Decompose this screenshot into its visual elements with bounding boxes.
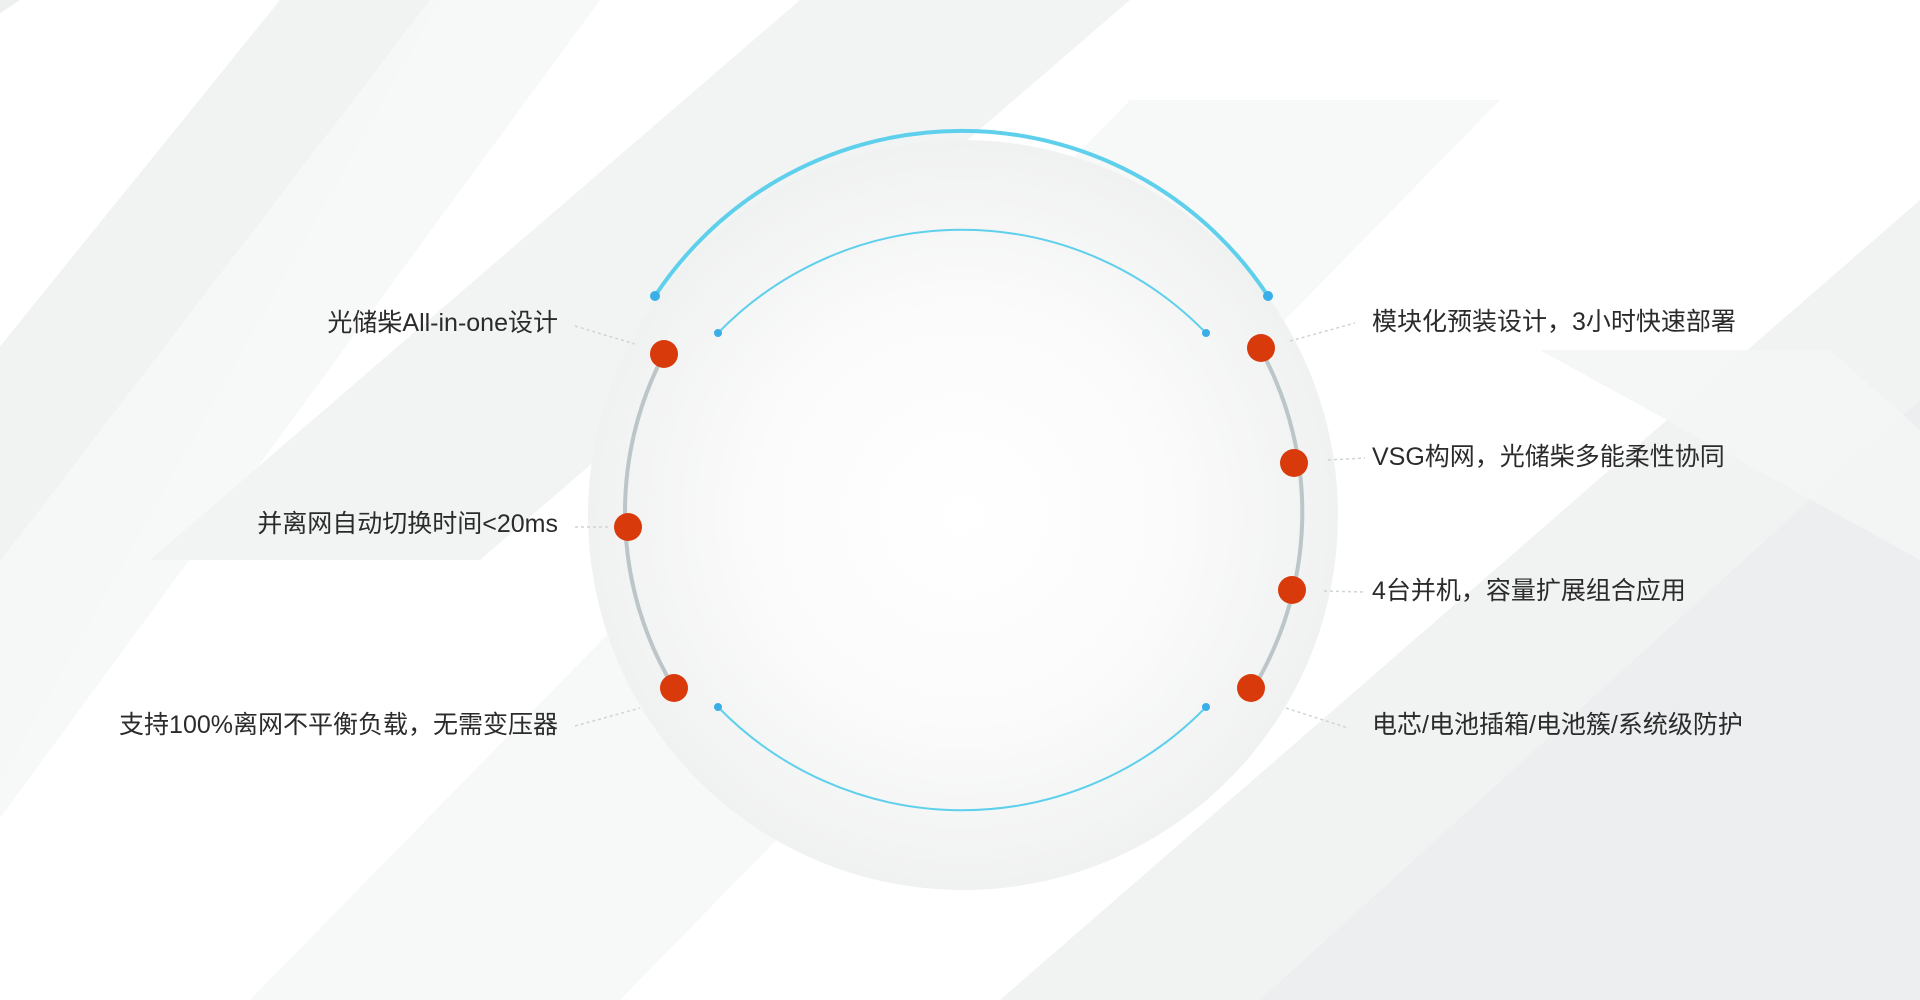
- connector-right-4: [1285, 707, 1349, 729]
- feature-label-right-1: 模块化预装设计，3小时快速部署: [1372, 308, 1736, 336]
- feature-label-left-1: 光储柴All-in-one设计: [327, 309, 558, 337]
- feature-marker-left-3: [660, 674, 688, 702]
- feature-marker-right-3: [1278, 576, 1306, 604]
- feature-marker-right-2: [1280, 449, 1308, 477]
- feature-label-left-2: 并离网自动切换时间<20ms: [257, 510, 558, 538]
- inner-bottom-left-end-dot: [714, 703, 722, 711]
- feature-label-right-4: 电芯/电池插箱/电池簇/系统级防护: [1372, 711, 1743, 739]
- inner-bottom-right-end-dot: [1202, 703, 1210, 711]
- connector-left-3: [574, 707, 641, 727]
- feature-marker-right-1: [1247, 334, 1275, 362]
- outer-gray-arc-right: [1249, 349, 1305, 694]
- feature-label-right-2: VSG构网，光储柴多能柔性协同: [1372, 443, 1725, 471]
- bg-stripe-1: [0, 0, 21, 14]
- center-disc: [588, 140, 1338, 890]
- feature-marker-left-2: [614, 513, 642, 541]
- outer-arc-left-end-dot: [650, 291, 660, 301]
- inner-top-accent-arc: [717, 228, 1207, 334]
- outer-top-accent-arc: [653, 128, 1270, 298]
- feature-marker-right-4: [1237, 674, 1265, 702]
- outer-arc-right-end-dot: [1263, 291, 1273, 301]
- connector-left-1: [574, 325, 636, 345]
- bg-stripe-8: [1540, 350, 1920, 560]
- connector-right-3: [1323, 590, 1366, 593]
- bg-stripe-7: [1260, 400, 1920, 1000]
- feature-label-right-3: 4台并机，容量扩展组合应用: [1372, 577, 1686, 605]
- inner-top-left-end-dot: [714, 329, 722, 337]
- feature-marker-left-1: [650, 340, 678, 368]
- bg-stripe-3: [0, 0, 600, 819]
- connector-right-2: [1327, 457, 1366, 461]
- inner-top-right-end-dot: [1202, 329, 1210, 337]
- connector-right-1: [1289, 322, 1356, 342]
- feature-label-left-3: 支持100%离网不平衡负载，无需变压器: [119, 711, 558, 739]
- inner-bottom-accent-arc: [717, 706, 1207, 812]
